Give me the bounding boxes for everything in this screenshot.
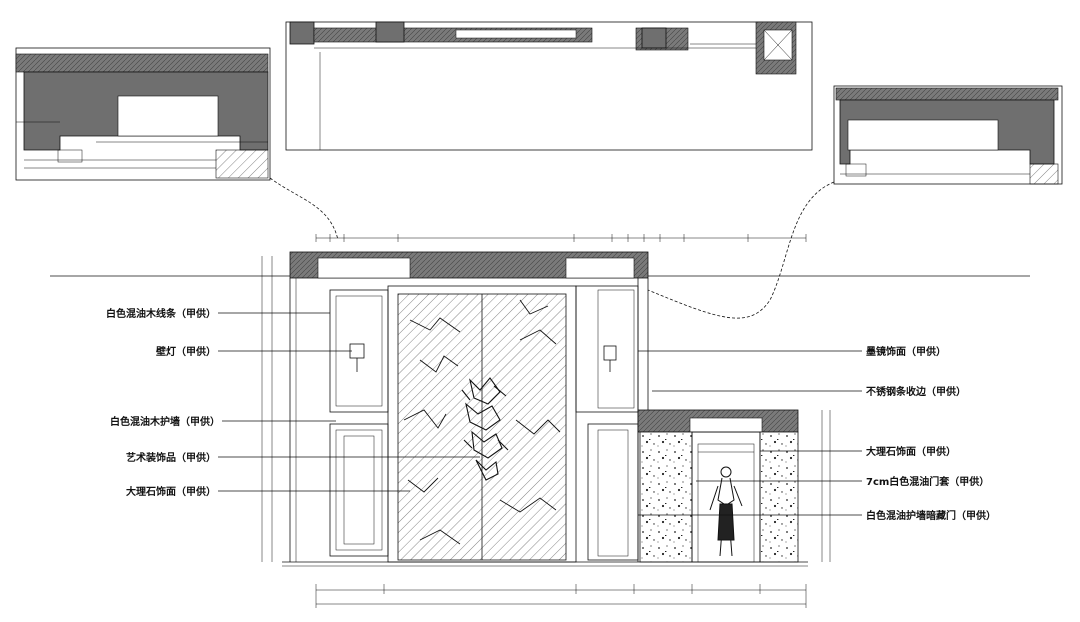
annotation-right-door-frame: 7cm白色混油门套（甲供） <box>866 475 989 488</box>
leader-curve-right <box>647 181 835 319</box>
human-figure <box>709 466 743 557</box>
annotation-right-mirror: 墨镜饰面（甲供） <box>866 345 946 358</box>
annotation-left-art-decor: 艺术装饰品（甲供） <box>126 451 216 464</box>
leader-lines <box>218 312 862 516</box>
plan-detail-center <box>285 21 813 151</box>
plan-detail-left <box>15 47 271 181</box>
annotations-right: 墨镜饰面（甲供） 不锈钢条收边（甲供） 大理石饰面（甲供） 7cm白色混油门套（… <box>866 345 996 522</box>
annotations-left: 白色混油木线条（甲供） 壁灯（甲供） 白色混油木护墙（甲供） 艺术装饰品（甲供）… <box>106 307 220 498</box>
leader-curve-left <box>269 177 339 241</box>
annotation-left-marble: 大理石饰面（甲供） <box>126 485 216 498</box>
annotation-right-hidden-door: 白色混油护墙暗藏门（甲供） <box>866 509 996 522</box>
plan-detail-right <box>833 85 1063 185</box>
annotation-left-wall-lamp: 壁灯（甲供） <box>156 345 216 358</box>
annotation-right-steel-trim: 不锈钢条收边（甲供） <box>866 385 966 398</box>
annotation-left-wood-panel: 白色混油木护墙（甲供） <box>110 415 220 428</box>
annotation-right-marble: 大理石饰面（甲供） <box>866 445 956 458</box>
annotation-left-wood-strip: 白色混油木线条（甲供） <box>106 307 216 320</box>
main-elevation <box>261 234 831 608</box>
